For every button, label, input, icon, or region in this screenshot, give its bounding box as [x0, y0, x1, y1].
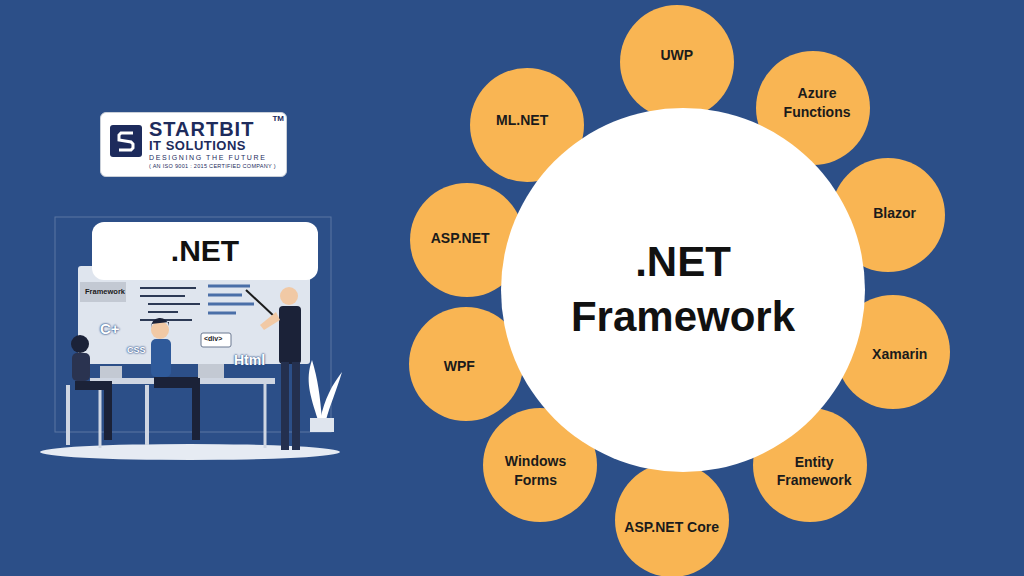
tech-circle: ASP.NET Core — [615, 463, 729, 576]
circle-outline — [501, 108, 865, 472]
logo-square — [110, 125, 142, 157]
tech-label: Xamarin — [850, 345, 950, 363]
logo-icon — [110, 125, 142, 157]
pointer — [246, 290, 276, 318]
tech-label: ASP.NET — [410, 229, 510, 247]
node-text: Entity Framework — [764, 452, 864, 488]
node-text: .NET Framework — [548, 235, 818, 344]
logo-box: STARTBITIT SOLUTIONSDESIGNING THE FUTURE… — [100, 112, 287, 177]
teacher — [260, 287, 301, 450]
tech-circle-fill — [615, 463, 729, 576]
tech-label: WPF — [409, 357, 509, 375]
tech-circle: UWP — [620, 5, 734, 119]
center-label: .NET Framework — [548, 235, 818, 344]
node-text: IT SOLUTIONS — [149, 139, 276, 153]
tech-label: ML.NET — [472, 111, 572, 129]
node-text: UWP — [627, 46, 727, 64]
tech-label: Windows Forms — [486, 452, 586, 488]
title-pill: .NET — [92, 222, 318, 280]
tech-label: UWP — [627, 46, 727, 64]
board-label: C+ — [100, 320, 120, 337]
node-text: WPF — [409, 357, 509, 375]
node-text: Windows Forms — [486, 452, 586, 488]
div-card — [201, 333, 231, 347]
node-text: DESIGNING THE FUTURE — [149, 153, 276, 163]
center-circle-fill — [501, 108, 865, 472]
board-label: Html — [234, 352, 265, 368]
board-label: <div> — [204, 335, 222, 342]
node-text: STARTBIT — [149, 119, 276, 139]
student-two — [145, 318, 224, 445]
board-label: CSS — [127, 345, 146, 355]
node-text: Azure Functions — [767, 84, 867, 120]
board-text-lines — [140, 288, 200, 320]
tech-circle-fill — [620, 5, 734, 119]
table-legs — [100, 384, 265, 448]
tech-label: Blazor — [845, 203, 945, 221]
node-text: ASP.NET Core — [622, 518, 722, 536]
node-text: ASP.NET — [410, 229, 510, 247]
framework-card — [80, 282, 126, 302]
plant — [309, 360, 342, 432]
tech-label: Entity Framework — [764, 452, 864, 488]
board-label: Framework — [85, 287, 125, 296]
tech-label: Azure Functions — [767, 84, 867, 120]
tech-label: ASP.NET Core — [622, 518, 722, 536]
trademark-mark: TM — [272, 114, 284, 123]
node-text: ( AN ISO 9001 : 2015 CERTIFIED COMPANY ) — [149, 163, 276, 170]
whiteboard — [78, 266, 310, 364]
node-text: .NET — [171, 234, 239, 268]
logo-mark — [119, 133, 133, 150]
node-text: Xamarin — [850, 345, 950, 363]
student-one — [66, 335, 122, 445]
center-circle: .NET Framework — [501, 108, 865, 472]
node-text: ML.NET — [472, 111, 572, 129]
node-text: Blazor — [845, 203, 945, 221]
